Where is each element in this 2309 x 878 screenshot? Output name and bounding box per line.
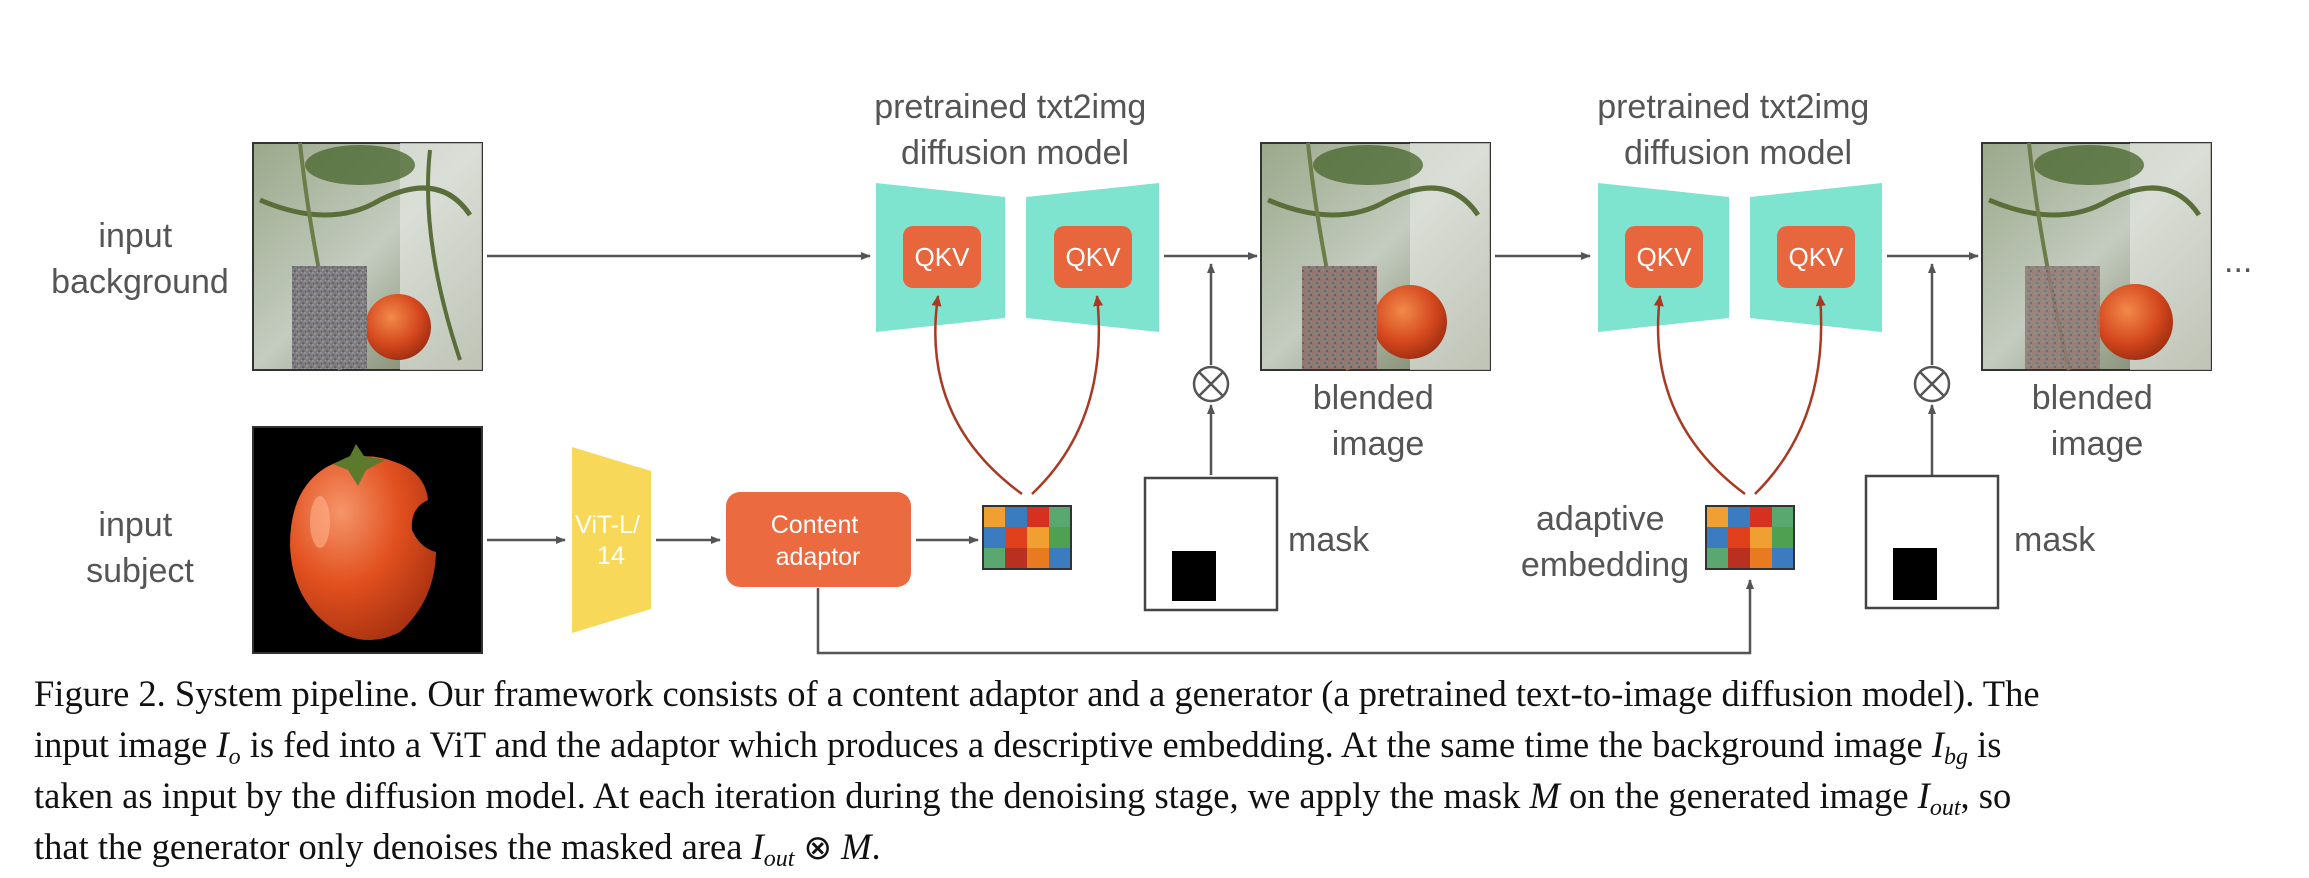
cross-attention-arrow [931,295,1023,496]
adaptive-embedding-label: adaptive embedding [1521,500,1689,584]
embedding-cell [1027,506,1049,527]
embedding-cell [1750,548,1772,569]
blended-image-1 [1260,142,1491,371]
embedding-cell [983,506,1005,527]
multiply-symbol [1192,365,1230,403]
embedding-cell [1049,548,1071,569]
input-subject-label: input subject [86,506,194,590]
content-adaptor-block [726,492,911,587]
input-background-image [252,142,483,371]
embedding-border [1705,505,1795,570]
qkv-label: QKV [1637,242,1693,272]
pipeline-diagram: input background pretrained txt2img diff… [51,88,2252,655]
caption-line-1: Figure 2. System pipeline. Our framework… [34,673,2040,714]
mask-2-label: mask [2014,521,2096,559]
embedding-cell [1772,527,1794,548]
cross-attention-arrow [1653,295,1746,496]
qkv-block [1625,226,1703,288]
cross-attention-arrow [1754,295,1826,495]
multiply-symbol [1913,365,1951,403]
mask-1-label: mask [1288,521,1370,559]
input-background-label: input background [51,217,229,301]
embedding-cell [1750,506,1772,527]
embedding-cell [1706,506,1728,527]
qkv-label: QKV [1066,242,1122,272]
blended-image-2 [1981,142,2212,371]
embedding-cell [1005,506,1027,527]
caption-line-4: that the generator only denoises the mas… [34,826,881,872]
cross-attention-arrow [1031,295,1104,495]
embedding-cell [1706,527,1728,548]
embedding-cell [1049,527,1071,548]
embedding-grid-1 [982,505,1072,570]
embedding-cell [1750,527,1772,548]
embedding-cell [1728,527,1750,548]
content-adaptor-label: Content adaptor [771,511,866,571]
embedding-cell [983,527,1005,548]
embedding-cell [1005,527,1027,548]
embedding-cell [1049,506,1071,527]
embedding-cell [1772,548,1794,569]
figure-caption: Figure 2. System pipeline. Our framework… [34,668,2284,874]
embedding-cell [1027,548,1049,569]
embedding-cell [1728,548,1750,569]
otimes-symbol: ⊗ [803,828,833,868]
adaptor-to-adaptive-embedding-arrow [816,579,1754,655]
qkv-label: QKV [1789,242,1845,272]
embedding-grid-2 [1705,505,1795,570]
qkv-block [1054,226,1132,288]
mask-image-2 [1864,474,2000,610]
vit-encoder [572,447,651,633]
diffusion-model-2-label: pretrained txt2img diffusion model [1597,88,1879,172]
embedding-cell [1706,548,1728,569]
embedding-cell [1005,548,1027,569]
embedding-border [982,505,1072,570]
caption-line-2: input image Io is fed into a ViT and the… [34,724,2002,770]
qkv-block [903,226,981,288]
diffusion-model-1-label: pretrained txt2img diffusion model [874,88,1156,172]
embedding-cell [1772,506,1794,527]
input-subject-image [252,426,483,654]
continuation-ellipsis: ... [2224,242,2252,280]
vit-label: ViT-L/ 14 [575,511,647,570]
qkv-label: QKV [915,242,971,272]
embedding-cell [983,548,1005,569]
blended-image-1-label: blended image [1313,379,1443,463]
caption-line-3: taken as input by the diffusion model. A… [34,775,2012,821]
blended-image-2-label: blended image [2032,379,2162,463]
qkv-block [1777,226,1855,288]
embedding-cell [1728,506,1750,527]
embedding-cell [1027,527,1049,548]
mask-image-1 [1143,476,1279,612]
